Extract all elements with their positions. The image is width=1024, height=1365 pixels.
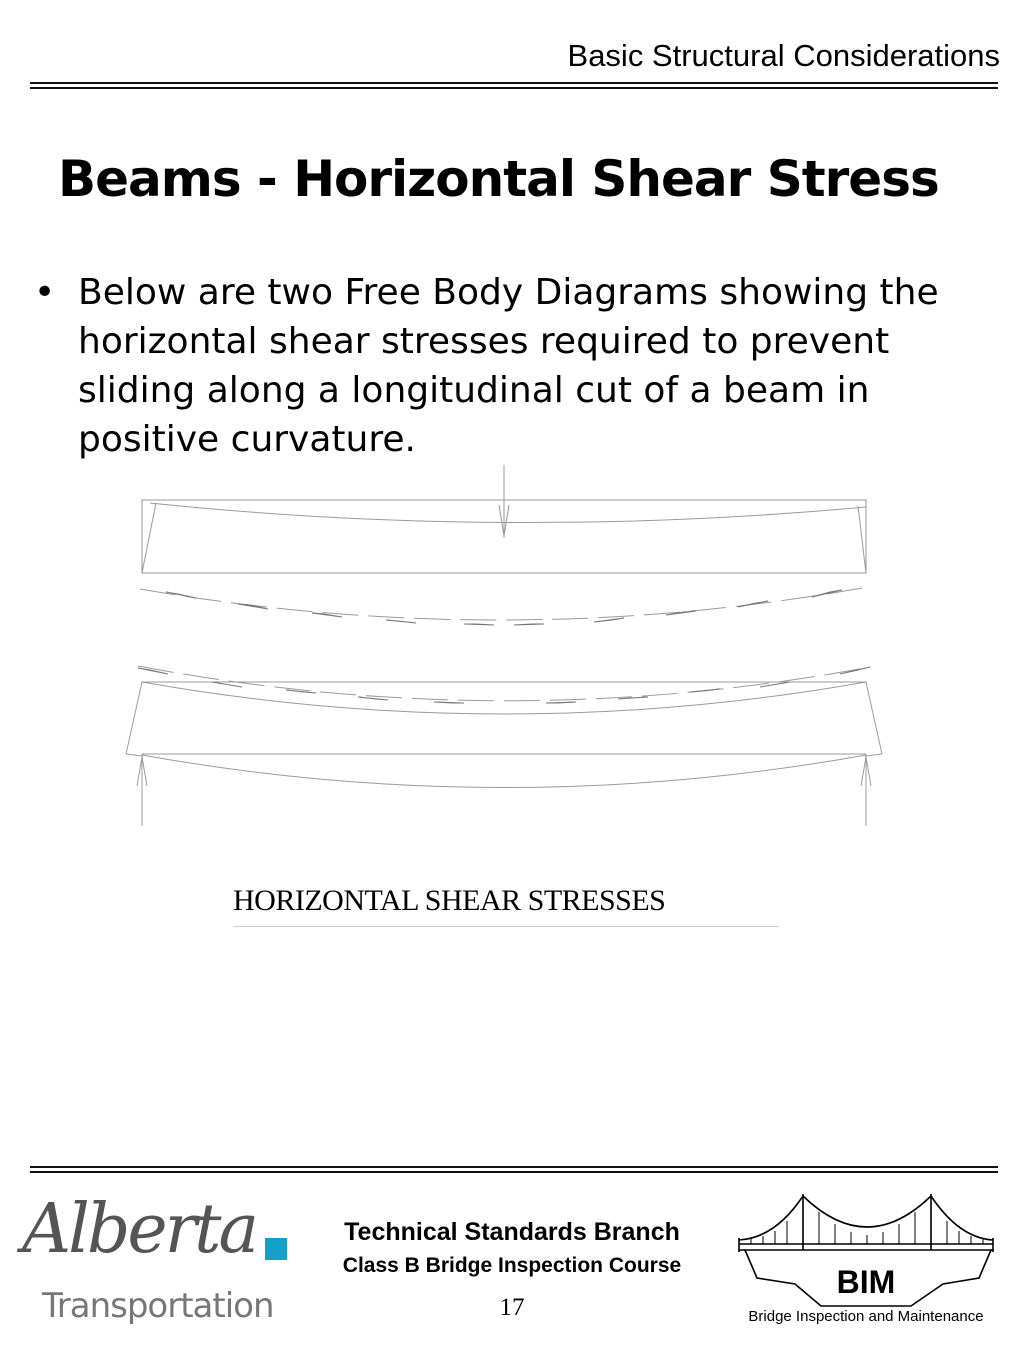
alberta-transportation-logo: Alberta Transportation	[22, 1188, 292, 1338]
shear-arrow-icon	[165, 591, 197, 599]
logo-accent-square	[265, 1238, 287, 1260]
shear-arrow-icon	[137, 667, 169, 675]
bullet-point: • Below are two Free Body Diagrams showi…	[34, 268, 984, 464]
top-beam-left-edge	[141, 502, 157, 574]
figure-caption: HORIZONTAL SHEAR STRESSES	[233, 884, 779, 927]
header-divider-top	[30, 82, 998, 84]
load-arrowhead-icon	[498, 504, 510, 537]
shear-arrow-icon	[689, 688, 721, 693]
bottom-beam-left-edge	[125, 681, 143, 757]
shear-arrow-icon	[357, 696, 389, 701]
shear-arrow-icon	[237, 603, 269, 610]
right-support-arrowhead-icon	[860, 756, 872, 787]
shear-arrow-icon	[433, 701, 465, 704]
shear-arrow-icon	[811, 589, 843, 598]
bottom-shear-line	[137, 665, 871, 702]
shear-arrow-icon	[759, 681, 791, 688]
shear-arrow-icon	[385, 619, 417, 624]
bridge-icon	[738, 1194, 994, 1307]
logo-subtitle: Transportation	[42, 1286, 275, 1326]
footer-divider-top	[30, 1166, 998, 1168]
bottom-beam-right-edge	[865, 681, 883, 757]
bottom-beam-lower-curve	[141, 754, 867, 788]
top-shear-line	[139, 586, 869, 621]
shear-arrow-icon	[665, 610, 697, 616]
header-title: Basic Structural Considerations	[567, 38, 1000, 73]
free-body-diagram	[125, 465, 883, 826]
shear-arrow-icon	[617, 696, 649, 700]
bullet-text: Below are two Free Body Diagrams showing…	[78, 272, 939, 460]
footer-divider-bottom	[30, 1171, 998, 1173]
shear-arrow-icon	[545, 701, 577, 704]
footer-branch: Technical Standards Branch	[344, 1218, 680, 1246]
bim-logo: BIM Bridge Inspection and Maintenance	[735, 1188, 997, 1328]
shear-arrow-icon	[285, 689, 317, 694]
shear-arrow-icon	[211, 681, 243, 688]
shear-arrow-icon	[593, 617, 625, 623]
bottom-beam-upper-curve	[141, 681, 867, 715]
bim-label: BIM	[836, 1264, 896, 1300]
shear-arrow-icon	[737, 600, 769, 608]
top-beam-right-edge	[857, 505, 867, 574]
left-support-arrowhead-icon	[136, 756, 148, 787]
shear-arrow-icon	[311, 612, 343, 618]
bim-caption: Bridge Inspection and Maintenance	[748, 1308, 984, 1325]
slide-title: Beams - Horizontal Shear Stress	[58, 150, 940, 208]
header-divider-bottom	[30, 87, 998, 89]
shear-arrow-icon	[463, 623, 495, 626]
logo-wordmark: Alberta	[22, 1190, 259, 1269]
bullet-marker: •	[34, 272, 56, 313]
footer-course: Class B Bridge Inspection Course	[342, 1254, 682, 1277]
shear-arrow-icon	[513, 623, 545, 626]
page-number: 17	[499, 1294, 525, 1321]
shear-arrow-icon	[839, 666, 871, 675]
